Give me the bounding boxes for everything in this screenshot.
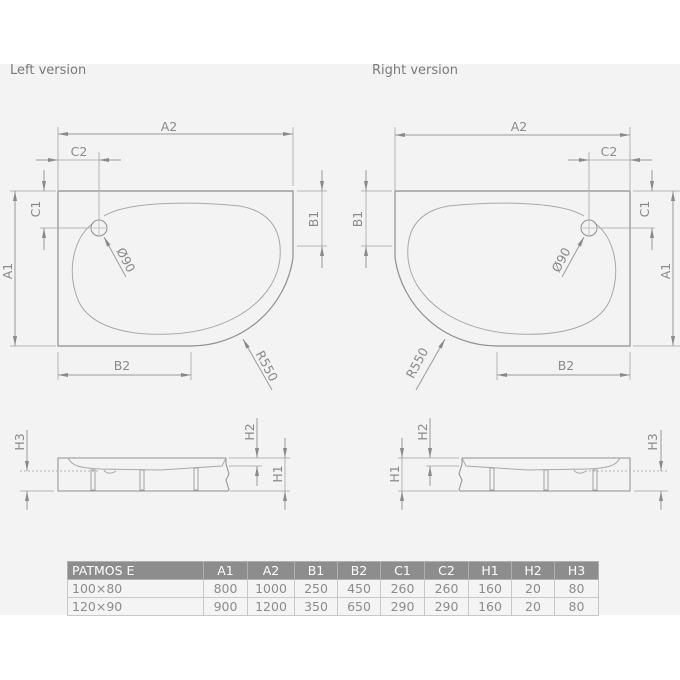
left-side-view	[20, 418, 290, 510]
cell-c1: 290	[380, 597, 425, 616]
left-label-h1: H1	[270, 465, 285, 482]
cell-h2: 20	[511, 597, 555, 616]
cell-a2: 1200	[247, 597, 295, 616]
header-c2: C2	[424, 561, 469, 580]
cell-h1: 160	[468, 597, 512, 616]
left-label-r550: R550	[253, 348, 282, 384]
header-h3: H3	[554, 561, 599, 580]
cell-h2: 20	[511, 579, 555, 598]
right-version-title: Right version	[372, 63, 458, 78]
left-basin-outline	[71, 202, 281, 335]
cell-model: 120×90	[67, 597, 204, 616]
right-label-h1: H1	[387, 465, 402, 482]
drawing-panel	[0, 64, 680, 615]
left-label-c2: C2	[71, 144, 88, 159]
cell-c2: 290	[424, 597, 469, 616]
header-c1: C1	[380, 561, 425, 580]
cell-a1: 900	[203, 597, 248, 616]
header-b2: B2	[337, 561, 381, 580]
cell-b2: 650	[337, 597, 381, 616]
right-label-b1: B1	[350, 211, 365, 228]
table-header-row: PATMOS E A1 A2 B1 B2 C1 C2 H1 H2 H3	[67, 561, 599, 580]
right-tray-outline	[394, 190, 631, 347]
right-side-view	[398, 418, 668, 510]
left-top-view	[10, 127, 327, 391]
right-top-view	[361, 127, 680, 391]
cell-b2: 450	[337, 579, 381, 598]
right-label-a1: A1	[658, 263, 673, 280]
left-legs	[90, 467, 199, 491]
left-tray-outline	[57, 190, 294, 347]
table-row: 100×80 800 1000 250 450 260 260 160 20 8…	[67, 579, 599, 598]
header-a2: A2	[247, 561, 295, 580]
right-label-h3: H3	[645, 433, 660, 450]
left-label-b2: B2	[114, 358, 131, 373]
dimensions-table: PATMOS E A1 A2 B1 B2 C1 C2 H1 H2 H3 100×…	[67, 561, 599, 616]
left-label-a1: A1	[0, 263, 15, 280]
cell-h1: 160	[468, 579, 512, 598]
header-h2: H2	[511, 561, 555, 580]
cell-b1: 350	[294, 597, 338, 616]
cell-a1: 800	[203, 579, 248, 598]
right-label-h2: H2	[415, 423, 430, 440]
right-legs	[489, 467, 598, 491]
cell-b1: 250	[294, 579, 338, 598]
cell-h3: 80	[554, 597, 599, 616]
right-label-drain: Ø90	[548, 245, 573, 275]
table-row: 120×90 900 1200 350 650 290 290 160 20 8…	[67, 597, 599, 616]
header-model: PATMOS E	[67, 561, 204, 580]
header-h1: H1	[468, 561, 512, 580]
left-label-a2: A2	[161, 119, 178, 134]
right-label-c2: C2	[601, 144, 618, 159]
left-label-c1: C1	[28, 201, 43, 218]
right-label-a2: A2	[511, 119, 528, 134]
right-label-b2: B2	[558, 358, 575, 373]
cell-h3: 80	[554, 579, 599, 598]
left-label-b1: B1	[306, 211, 321, 228]
left-label-h2: H2	[242, 423, 257, 440]
header-a1: A1	[203, 561, 248, 580]
right-label-c1: C1	[637, 201, 652, 218]
left-label-h3: H3	[12, 433, 27, 450]
cell-model: 100×80	[67, 579, 204, 598]
right-label-r550: R550	[403, 345, 432, 381]
cell-c1: 260	[380, 579, 425, 598]
left-version-title: Left version	[10, 63, 87, 78]
cell-c2: 260	[424, 579, 469, 598]
header-b1: B1	[294, 561, 338, 580]
cell-a2: 1000	[247, 579, 295, 598]
right-basin-outline	[407, 202, 617, 335]
